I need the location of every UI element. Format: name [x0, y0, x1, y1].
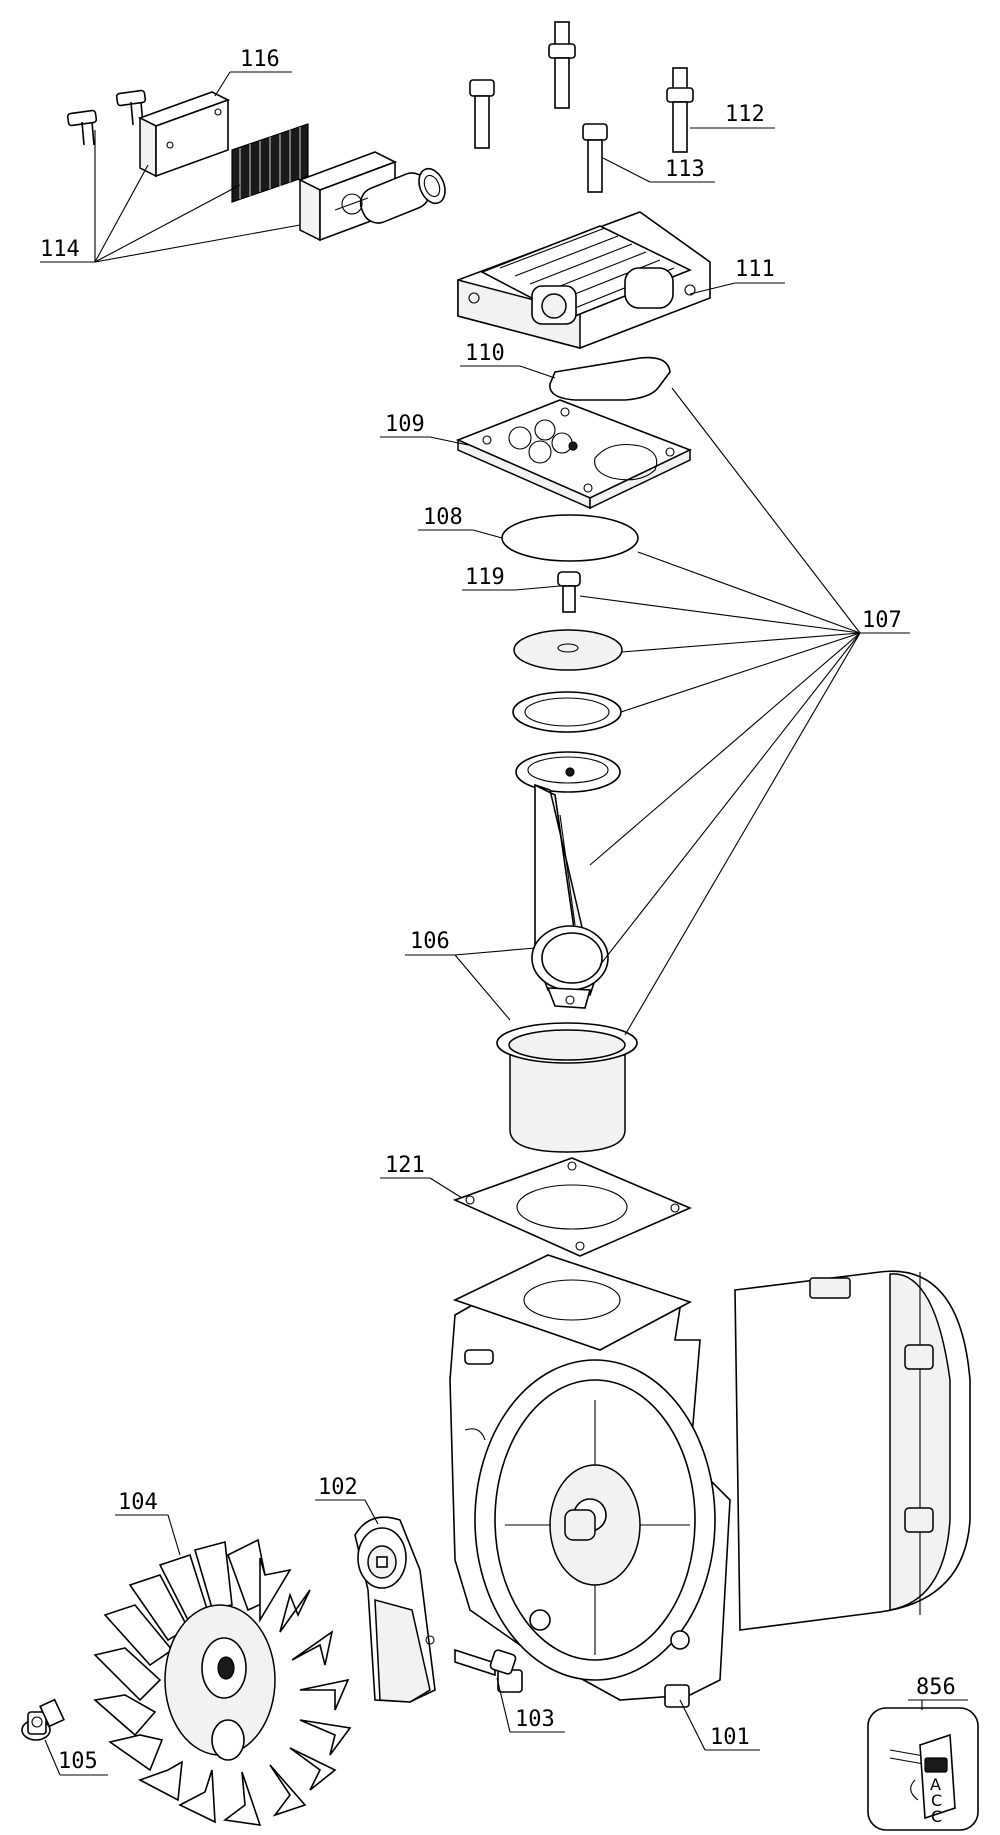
- part-101-crankcase-motor: [449, 1254, 971, 1708]
- badge-text-3: C: [931, 1807, 942, 1826]
- label-104: 104: [118, 1490, 158, 1515]
- part-119-screw: [557, 571, 581, 613]
- part-103-bolt: [454, 1648, 517, 1677]
- label-110: 110: [465, 341, 505, 366]
- label-116: 116: [240, 47, 280, 72]
- label-119: 119: [465, 565, 505, 590]
- label-108: 108: [423, 505, 463, 530]
- part-111-cylinder-head: [457, 211, 711, 349]
- label-109: 109: [385, 412, 425, 437]
- leader-lines-107: [579, 387, 910, 1036]
- piston-disk: [513, 629, 623, 671]
- label-102: 102: [318, 1475, 358, 1500]
- label-856: 856: [916, 1675, 956, 1700]
- badge-text-1: A: [930, 1775, 941, 1794]
- part-102-fan-hub-bracket: [354, 1516, 436, 1703]
- label-111: 111: [735, 257, 775, 282]
- badge-text-2: C: [931, 1791, 942, 1810]
- intake-housing: [297, 151, 446, 242]
- label-106: 106: [410, 929, 450, 954]
- filter-mesh: [231, 123, 309, 203]
- label-101: 101: [710, 1725, 750, 1750]
- part-108-o-ring: [501, 514, 639, 562]
- part-bolts-112-113: [469, 21, 694, 193]
- cylinder-sleeve: [496, 1022, 638, 1153]
- part-109-valve-plate: [455, 399, 693, 510]
- part-110-head-gasket: [549, 356, 671, 401]
- label-121: 121: [385, 1153, 425, 1178]
- part-856-label-card: [867, 1707, 979, 1831]
- part-106-connecting-rod: [515, 751, 621, 1009]
- part-104-cooling-fan: [93, 1538, 352, 1826]
- label-113: 113: [665, 157, 705, 182]
- label-103: 103: [515, 1707, 555, 1732]
- label-112: 112: [725, 102, 765, 127]
- leader-lines-top-left: [40, 71, 301, 263]
- part-114-screws: [66, 89, 147, 146]
- part-116-pad: [137, 91, 231, 178]
- part-121-cylinder-gasket: [452, 1157, 693, 1257]
- part-105-fan-bolt: [21, 1698, 65, 1741]
- label-107: 107: [862, 608, 902, 633]
- label-105: 105: [58, 1749, 98, 1774]
- piston-cup-seal: [512, 691, 622, 733]
- label-114: 114: [40, 237, 80, 262]
